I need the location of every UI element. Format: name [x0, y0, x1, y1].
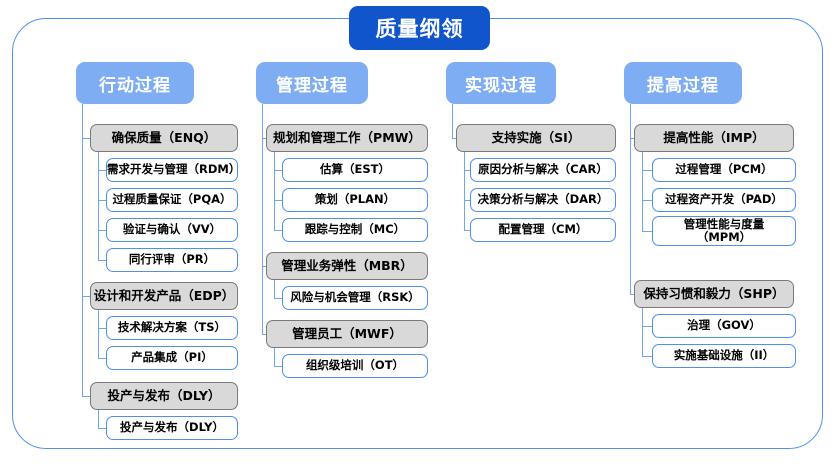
column-header-2[interactable]: 管理过程 — [256, 62, 368, 104]
leaf-connector — [642, 200, 652, 202]
group-child-spine — [464, 152, 466, 230]
leaf-box[interactable]: 投产与发布（DLY） — [106, 416, 238, 440]
leaf-connector — [274, 170, 282, 172]
leaf-box[interactable]: 治理（GOV） — [652, 314, 796, 338]
group-box[interactable]: 保持习惯和毅力（SHP） — [634, 280, 794, 308]
column-spine — [82, 104, 84, 396]
leaf-connector — [98, 260, 106, 262]
leaf-connector — [98, 328, 106, 330]
leaf-box[interactable]: 组织级培训（OT） — [282, 354, 428, 378]
leaf-connector — [274, 298, 282, 300]
group-connector — [262, 138, 266, 140]
leaf-connector — [274, 200, 282, 202]
column-spine — [452, 104, 454, 138]
leaf-connector — [274, 366, 282, 368]
group-child-spine — [642, 152, 644, 231]
leaf-box[interactable]: 产品集成（PI） — [106, 346, 238, 370]
group-connector — [82, 396, 90, 398]
leaf-connector — [642, 356, 652, 358]
group-box[interactable]: 管理业务弹性（MBR） — [266, 252, 428, 280]
group-box[interactable]: 确保质量（ENQ） — [90, 124, 238, 152]
leaf-box[interactable]: 决策分析与解决（DAR） — [470, 188, 616, 212]
group-child-spine — [98, 310, 100, 358]
leaf-box[interactable]: 过程质量保证（PQA） — [106, 188, 238, 212]
leaf-box[interactable]: 配置管理（CM） — [470, 218, 616, 242]
group-child-spine — [274, 280, 276, 298]
leaf-connector — [98, 230, 106, 232]
group-child-spine — [98, 410, 100, 428]
leaf-box[interactable]: 风险与机会管理（RSK） — [282, 286, 428, 310]
group-connector — [630, 138, 634, 140]
group-box[interactable]: 投产与发布（DLY） — [90, 382, 238, 410]
leaf-connector — [98, 200, 106, 202]
leaf-box[interactable]: 管理性能与度量（MPM） — [652, 216, 796, 246]
leaf-connector — [642, 231, 652, 233]
leaf-connector — [274, 230, 282, 232]
leaf-connector — [642, 170, 652, 172]
leaf-connector — [464, 230, 470, 232]
leaf-connector — [98, 428, 106, 430]
group-connector — [630, 294, 634, 296]
group-box[interactable]: 支持实施（SI） — [456, 124, 616, 152]
root-title-box[interactable]: 质量纲领 — [349, 6, 490, 50]
leaf-connector — [642, 326, 652, 328]
group-child-spine — [274, 152, 276, 230]
column-spine — [630, 104, 632, 294]
group-child-spine — [642, 308, 644, 356]
leaf-box[interactable]: 需求开发与管理（RDM） — [106, 158, 240, 182]
leaf-connector — [98, 358, 106, 360]
group-connector — [452, 138, 456, 140]
group-box[interactable]: 规划和管理工作（PMW） — [266, 124, 428, 152]
leaf-box[interactable]: 验证与确认（VV） — [106, 218, 238, 242]
leaf-box[interactable]: 同行评审（PR） — [106, 248, 238, 272]
group-connector — [262, 334, 266, 336]
leaf-box[interactable]: 原因分析与解决（CAR） — [470, 158, 616, 182]
column-spine — [262, 104, 264, 334]
group-box[interactable]: 设计和开发产品（EDP） — [90, 282, 238, 310]
group-box[interactable]: 提高性能（IMP） — [634, 124, 794, 152]
leaf-box[interactable]: 策划（PLAN） — [282, 188, 428, 212]
leaf-box[interactable]: 过程管理（PCM） — [652, 158, 796, 182]
group-connector — [262, 266, 266, 268]
leaf-box[interactable]: 估算（EST） — [282, 158, 428, 182]
leaf-connector — [464, 170, 470, 172]
group-connector — [82, 138, 90, 140]
leaf-box[interactable]: 跟踪与控制（MC） — [282, 218, 428, 242]
leaf-connector — [464, 200, 470, 202]
group-child-spine — [274, 348, 276, 366]
leaf-box[interactable]: 技术解决方案（TS） — [106, 316, 238, 340]
group-box[interactable]: 管理员工（MWF） — [266, 320, 428, 348]
leaf-box[interactable]: 实施基础设施（II） — [652, 344, 796, 368]
column-header-1[interactable]: 行动过程 — [76, 62, 194, 104]
leaf-connector — [98, 170, 106, 172]
leaf-box[interactable]: 过程资产开发（PAD） — [652, 188, 796, 212]
group-connector — [82, 296, 90, 298]
column-header-4[interactable]: 提高过程 — [624, 62, 742, 104]
column-header-3[interactable]: 实现过程 — [446, 62, 556, 104]
group-child-spine — [98, 152, 100, 260]
